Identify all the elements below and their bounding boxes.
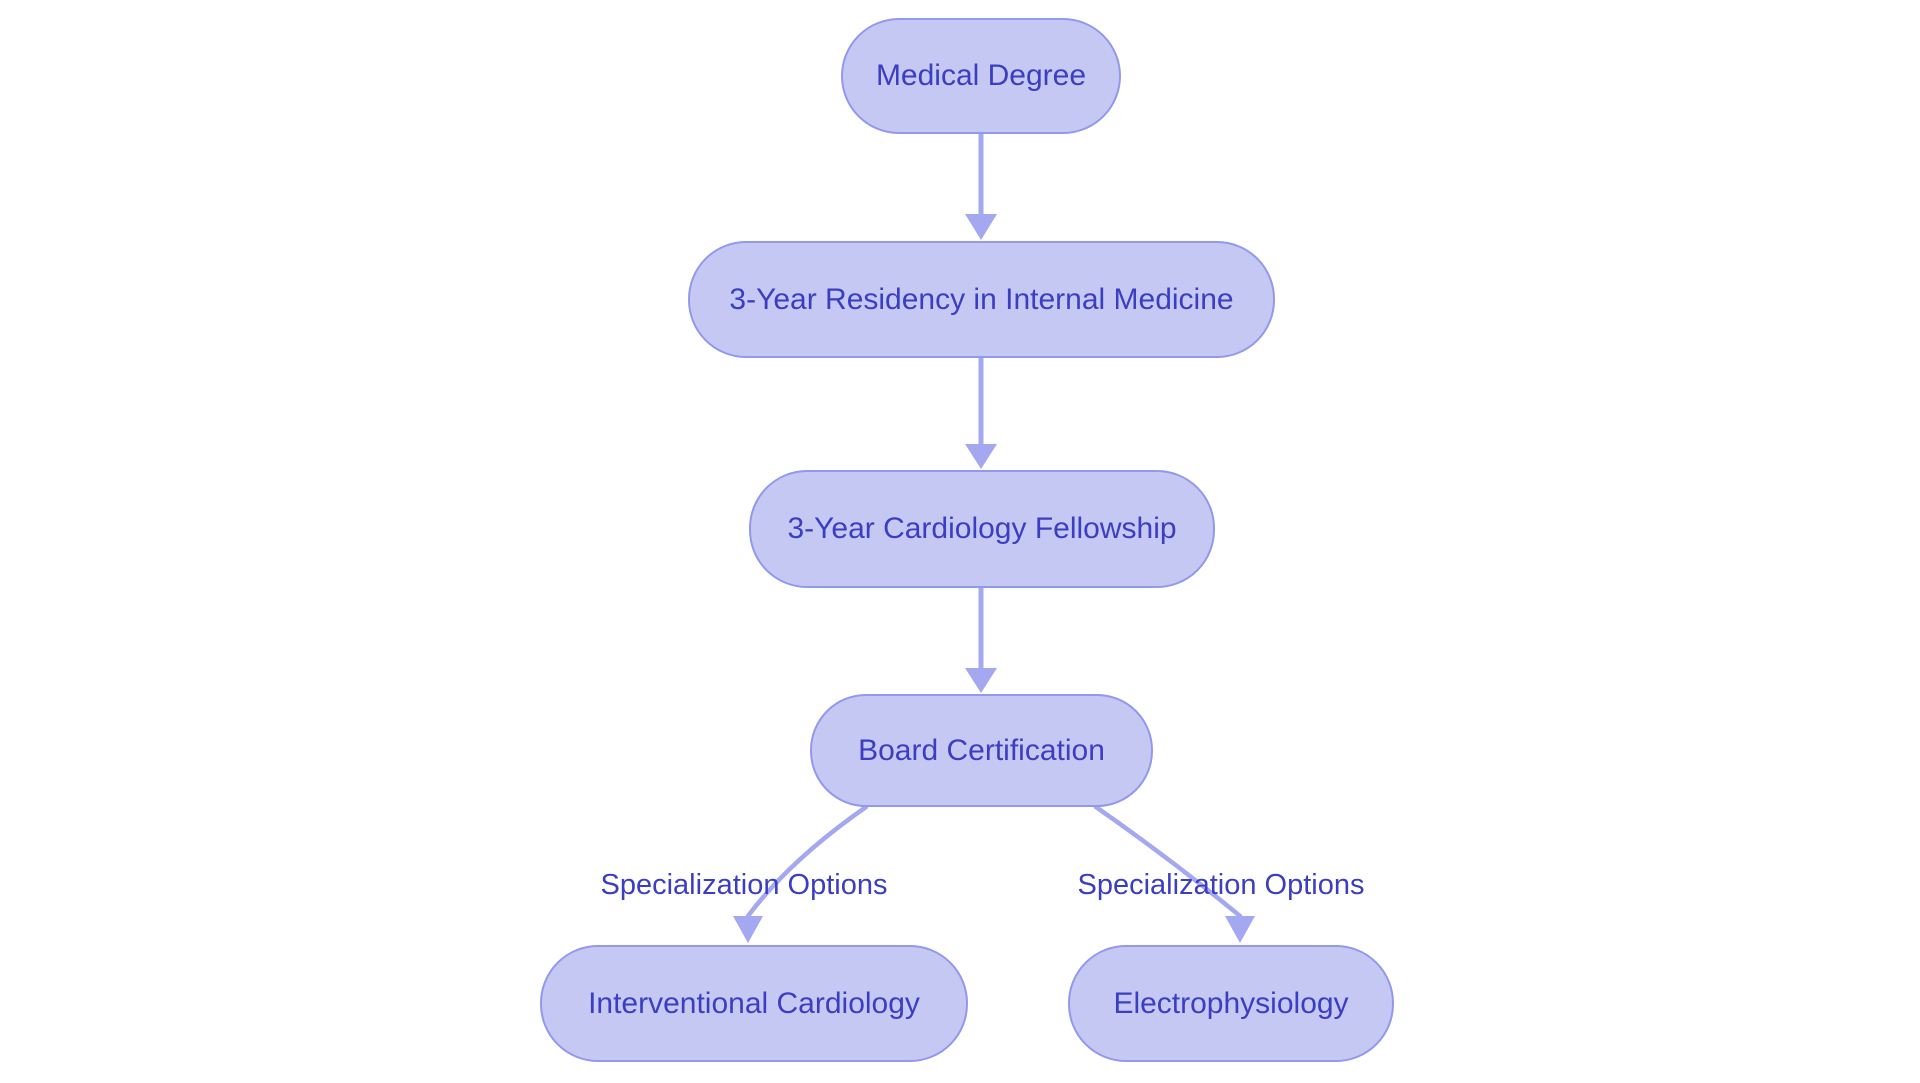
arrowhead-icon xyxy=(965,444,997,469)
arrowhead-icon xyxy=(733,916,763,943)
arrowhead-icon xyxy=(1225,916,1255,943)
arrowhead-icon xyxy=(965,214,997,240)
arrowhead-icon xyxy=(965,668,997,693)
node-electrophysiology: Electrophysiology xyxy=(1068,945,1394,1062)
node-label: Interventional Cardiology xyxy=(588,986,920,1020)
edge-label-specialization-options-left: Specialization Options xyxy=(600,869,888,901)
node-label: Medical Degree xyxy=(875,59,1087,92)
node-label: Electrophysiology xyxy=(1113,986,1349,1020)
node-label: Board Certification xyxy=(858,733,1105,767)
node-board-certification: Board Certification xyxy=(810,694,1153,807)
node-label: 3-Year Residency in Internal Medicine xyxy=(729,282,1234,316)
node-residency: 3-Year Residency in Internal Medicine xyxy=(688,241,1275,358)
node-fellowship: 3-Year Cardiology Fellowship xyxy=(749,470,1215,588)
edge-label-specialization-options-right: Specialization Options xyxy=(1077,869,1365,901)
edge-board-certification-to-interventional-cardiology xyxy=(745,804,869,919)
node-interventional-cardiology: Interventional Cardiology xyxy=(540,945,968,1062)
node-label: 3-Year Cardiology Fellowship xyxy=(787,512,1177,545)
edge-board-certification-to-electrophysiology xyxy=(1093,804,1243,919)
node-medical-degree: Medical Degree xyxy=(841,18,1121,134)
